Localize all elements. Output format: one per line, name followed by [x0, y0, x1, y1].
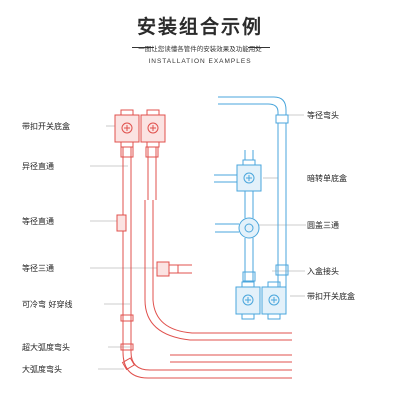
blue-elbow-collar: [275, 114, 289, 124]
subtitle-divider-left: [132, 47, 154, 48]
red-pipe-b-collar: [145, 146, 159, 158]
label-switch-box-left: 带扣开关底盒: [22, 122, 70, 131]
label-box-connector: 入盒接头: [307, 267, 339, 276]
label-round-tee: 圆盖三通: [307, 221, 339, 230]
right-leader-lines: [258, 114, 306, 297]
red-joint-1: [120, 314, 134, 322]
english-title: INSTALLATION EXAMPLES: [148, 58, 252, 65]
label-hidden-box: 暗转单底盒: [307, 174, 347, 183]
blue-lower-connector: [242, 271, 256, 282]
subtitle-divider-right: [248, 47, 270, 48]
blue-hidden-box-knockout: [243, 172, 255, 184]
red-box-1-top-tab: [120, 109, 134, 116]
label-elbow: 等径弯头: [307, 111, 339, 120]
red-box-2-top-tab: [146, 109, 160, 116]
blue-box-connector: [275, 264, 289, 276]
red-coupling: [116, 214, 127, 232]
label-switch-box-right: 带扣开关底盒: [307, 292, 355, 301]
blue-round-tee: [238, 217, 260, 239]
label-tee: 等径三通: [22, 264, 54, 273]
left-leader-lines: [90, 125, 158, 370]
red-pipe-b-bend: [144, 299, 292, 341]
label-cold-bend: 可冷弯 好穿线: [22, 300, 73, 309]
red-box-2-bottom-tab: [146, 141, 160, 148]
page-title: 安装组合示例: [136, 16, 263, 38]
label-large-elbow: 大弧度弯头: [22, 365, 62, 374]
label-coupling: 等径直通: [22, 217, 54, 226]
label-reducer: 异径直通: [22, 162, 54, 171]
red-pipe-a-elbow: [122, 351, 292, 379]
red-pipe-system: [114, 109, 292, 379]
blue-elbow: [273, 96, 287, 115]
red-pipe-a-collar: [120, 146, 134, 158]
red-tee: [156, 261, 170, 277]
red-box-1-bottom-tab: [120, 141, 134, 148]
red-large-elbow-joint: [121, 357, 136, 371]
subtitle: 一图让您读懂各管件的安装效果及功能用处: [138, 45, 262, 53]
label-xl-elbow: 超大弧度弯头: [22, 343, 70, 352]
red-box-2-knockout: [147, 122, 159, 134]
blue-pipe-system: [214, 96, 289, 320]
red-box-1-knockout: [121, 122, 133, 134]
red-joint-2: [120, 343, 134, 351]
